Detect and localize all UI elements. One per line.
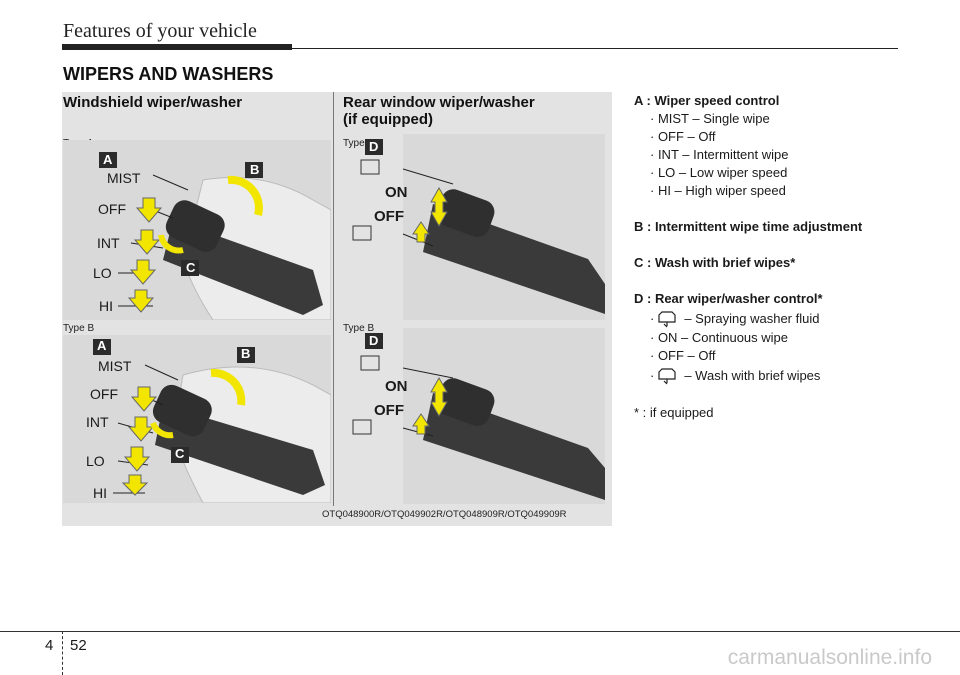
desc-d-spray: – Spraying washer fluid: [684, 310, 820, 326]
badge-c-label: C: [186, 260, 196, 275]
windshield-panel-title: Windshield wiper/washer: [63, 94, 243, 111]
windshield-stalk-type-a: [63, 140, 331, 320]
hi-label-b: HI: [93, 485, 107, 501]
badge-a-label: A: [103, 152, 113, 167]
spray-washer-icon: [658, 310, 676, 327]
rear-off-label-b: OFF: [374, 402, 404, 419]
badge-b-label-b: B: [241, 346, 251, 361]
badge-c-icon: [181, 260, 199, 276]
desc-d-item: · ON – Continuous wipe: [650, 330, 789, 345]
bullet: ·: [650, 367, 655, 383]
desc-d-item: · – Wash with brief wipes: [634, 365, 934, 386]
wash-brief-wipe-icon: [352, 225, 372, 241]
int-label: INT: [97, 235, 120, 251]
desc-d-title: D : Rear wiper/washer control*: [634, 291, 823, 306]
badge-a-icon: [99, 152, 117, 168]
right-type-a-label: Type A: [343, 138, 374, 149]
rear-stalk-type-b: [352, 328, 605, 504]
badge-b-label: B: [250, 162, 260, 177]
mist-label: MIST: [107, 170, 141, 186]
desc-a-item: · OFF – Off: [650, 129, 716, 144]
left-type-b-label: Type B: [63, 323, 95, 334]
desc-a-item: · HI – High wiper speed: [650, 183, 786, 198]
windshield-stalk-type-b: [63, 335, 331, 503]
spray-washer-icon: [360, 159, 380, 175]
bullet: ·: [650, 310, 655, 326]
desc-b-title: B : Intermittent wipe time adjustment: [634, 219, 863, 234]
rear-on-label-b: ON: [385, 378, 408, 395]
desc-a-item: · INT – Intermittent wipe: [650, 147, 789, 162]
watermark: carmanualsonline.info: [727, 646, 932, 669]
int-label-b: INT: [86, 414, 109, 430]
rear-on-label: ON: [385, 184, 408, 201]
rear-panel-title-line1: Rear window wiper/washer: [343, 94, 535, 111]
mist-label-b: MIST: [98, 358, 132, 374]
chapter-number: 4: [45, 637, 54, 654]
desc-a-item: · MIST – Single wipe: [650, 111, 770, 126]
desc-d-item: · – Spraying washer fluid: [634, 308, 934, 329]
figure-code: OTQ048900R/OTQ049902R/OTQ048909R/OTQ0499…: [322, 509, 567, 520]
footer-divider: [62, 631, 63, 675]
right-type-b-label: Type B: [343, 323, 375, 334]
off-label: OFF: [98, 201, 126, 217]
badge-b-icon: [245, 162, 263, 178]
footer-rule: [0, 631, 960, 632]
badge-c-label-b: C: [175, 446, 185, 461]
off-label-b: OFF: [90, 386, 118, 402]
desc-d-item: · OFF – Off: [650, 348, 716, 363]
footnote: * : if equipped: [634, 405, 714, 420]
rear-stalk-type-a: [352, 134, 605, 320]
badge-a-label-b: A: [97, 338, 107, 353]
header-rule-thick: [62, 44, 292, 50]
hi-label: HI: [99, 298, 113, 314]
badge-d-label-b: D: [369, 333, 379, 348]
desc-c-title: C : Wash with brief wipes*: [634, 255, 796, 270]
figure-divider: [333, 92, 334, 506]
page-number: 52: [70, 637, 87, 654]
header-title: Features of your vehicle: [63, 20, 257, 42]
rear-off-label: OFF: [374, 208, 404, 225]
desc-a-item: · LO – Low wiper speed: [650, 165, 788, 180]
lo-label-b: LO: [86, 453, 105, 469]
wash-brief-wipe-icon: [658, 367, 676, 384]
lo-label: LO: [93, 265, 112, 281]
description-list: A : Wiper speed control · MIST – Single …: [634, 92, 934, 422]
desc-a-title: A : Wiper speed control: [634, 93, 780, 108]
header-rule: [62, 48, 898, 49]
rear-panel-title-line2: (if equipped): [343, 111, 433, 128]
badge-d-label: D: [369, 139, 379, 154]
section-title: WIPERS AND WASHERS: [63, 64, 274, 84]
desc-d-wash: – Wash with brief wipes: [684, 367, 821, 383]
